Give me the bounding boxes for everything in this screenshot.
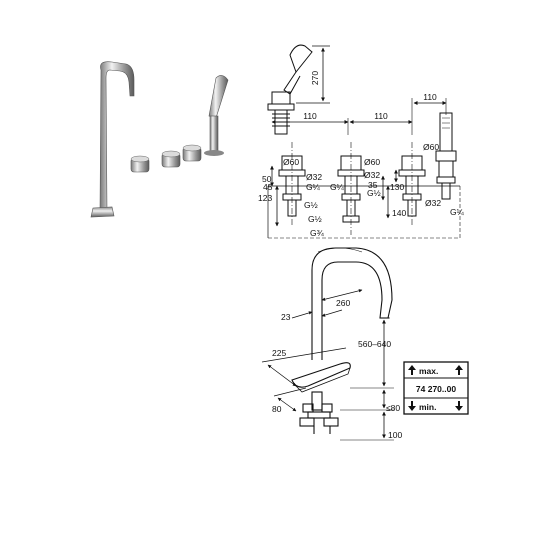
dim-123: 123	[258, 193, 272, 203]
dim-spacing-right: 110	[423, 92, 437, 102]
base-plate-drawing	[291, 362, 351, 393]
top-drawing-labels: 270 110 110 110 Ø60 Ø60 Ø60 Ø32 Ø32 Ø32 …	[258, 71, 465, 238]
underdeck-fitting-drawing	[299, 391, 339, 434]
dim-thread-g3-4: G¾	[310, 228, 325, 238]
min-label: min.	[419, 402, 436, 412]
dim-thread-g1-4-left: G¼	[306, 182, 321, 192]
valve-handle-photo-3	[182, 144, 202, 162]
arrow-down-icon-right	[455, 401, 463, 411]
dim-35: 35	[368, 180, 378, 190]
dim-dia-32-center: Ø32	[364, 170, 380, 180]
dim-spacing-1: 110	[303, 111, 317, 121]
valve-handle-photo-1	[130, 155, 150, 173]
dim-shower-height: 270	[310, 71, 320, 85]
dim-thread-g1-2-c: G½	[308, 214, 322, 224]
part-number: 74 270..00	[416, 384, 456, 394]
dim-dia-60-right: Ø60	[423, 142, 439, 152]
right-shower-drawing	[435, 112, 457, 200]
valve-drawing-right	[398, 142, 426, 225]
dim-23: 23	[281, 312, 291, 322]
bottom-technical-drawing	[261, 247, 394, 441]
shower-handset-photo	[204, 75, 229, 156]
valve-drawing-center	[337, 142, 365, 235]
max-label: max.	[419, 366, 438, 376]
dim-height-range: 560–640	[358, 339, 391, 349]
dim-thread-g1-4-center: G¼	[330, 182, 345, 192]
dim-130: 130	[390, 182, 404, 192]
product-photo	[90, 61, 229, 218]
dim-140: 140	[392, 208, 406, 218]
max-min-box: max. 74 270..00 min.	[403, 361, 469, 415]
dim-100: 100	[388, 430, 402, 440]
dim-small: 45	[263, 182, 273, 192]
dim-225: 225	[272, 348, 286, 358]
dim-thread-g1-4-right: G¼	[450, 207, 465, 217]
valve-handle-photo-2	[161, 150, 181, 168]
dim-260: 260	[336, 298, 350, 308]
dim-80: 80	[272, 404, 282, 414]
dim-dia-60-left: Ø60	[283, 157, 299, 167]
dim-dia-32-right: Ø32	[425, 198, 441, 208]
arrow-up-icon	[408, 365, 416, 375]
dim-thread-g1-2-b: G½	[367, 188, 381, 198]
arrow-up-icon-right	[455, 365, 463, 375]
dim-spacing-2: 110	[374, 111, 388, 121]
dim-le80: ≤80	[386, 403, 400, 413]
bottom-drawing-labels: 260 23 225 80 560–640 ≤80 100	[272, 298, 402, 440]
arrow-down-icon	[408, 401, 416, 411]
dim-dia-60-center: Ø60	[364, 157, 380, 167]
dim-50: 50	[262, 174, 272, 184]
dim-dia-32-left: Ø32	[306, 172, 322, 182]
spout-photo	[90, 61, 135, 218]
top-technical-drawing	[267, 44, 461, 239]
dim-thread-g1-2-a: G½	[304, 200, 318, 210]
valve-drawing-left	[278, 142, 306, 225]
